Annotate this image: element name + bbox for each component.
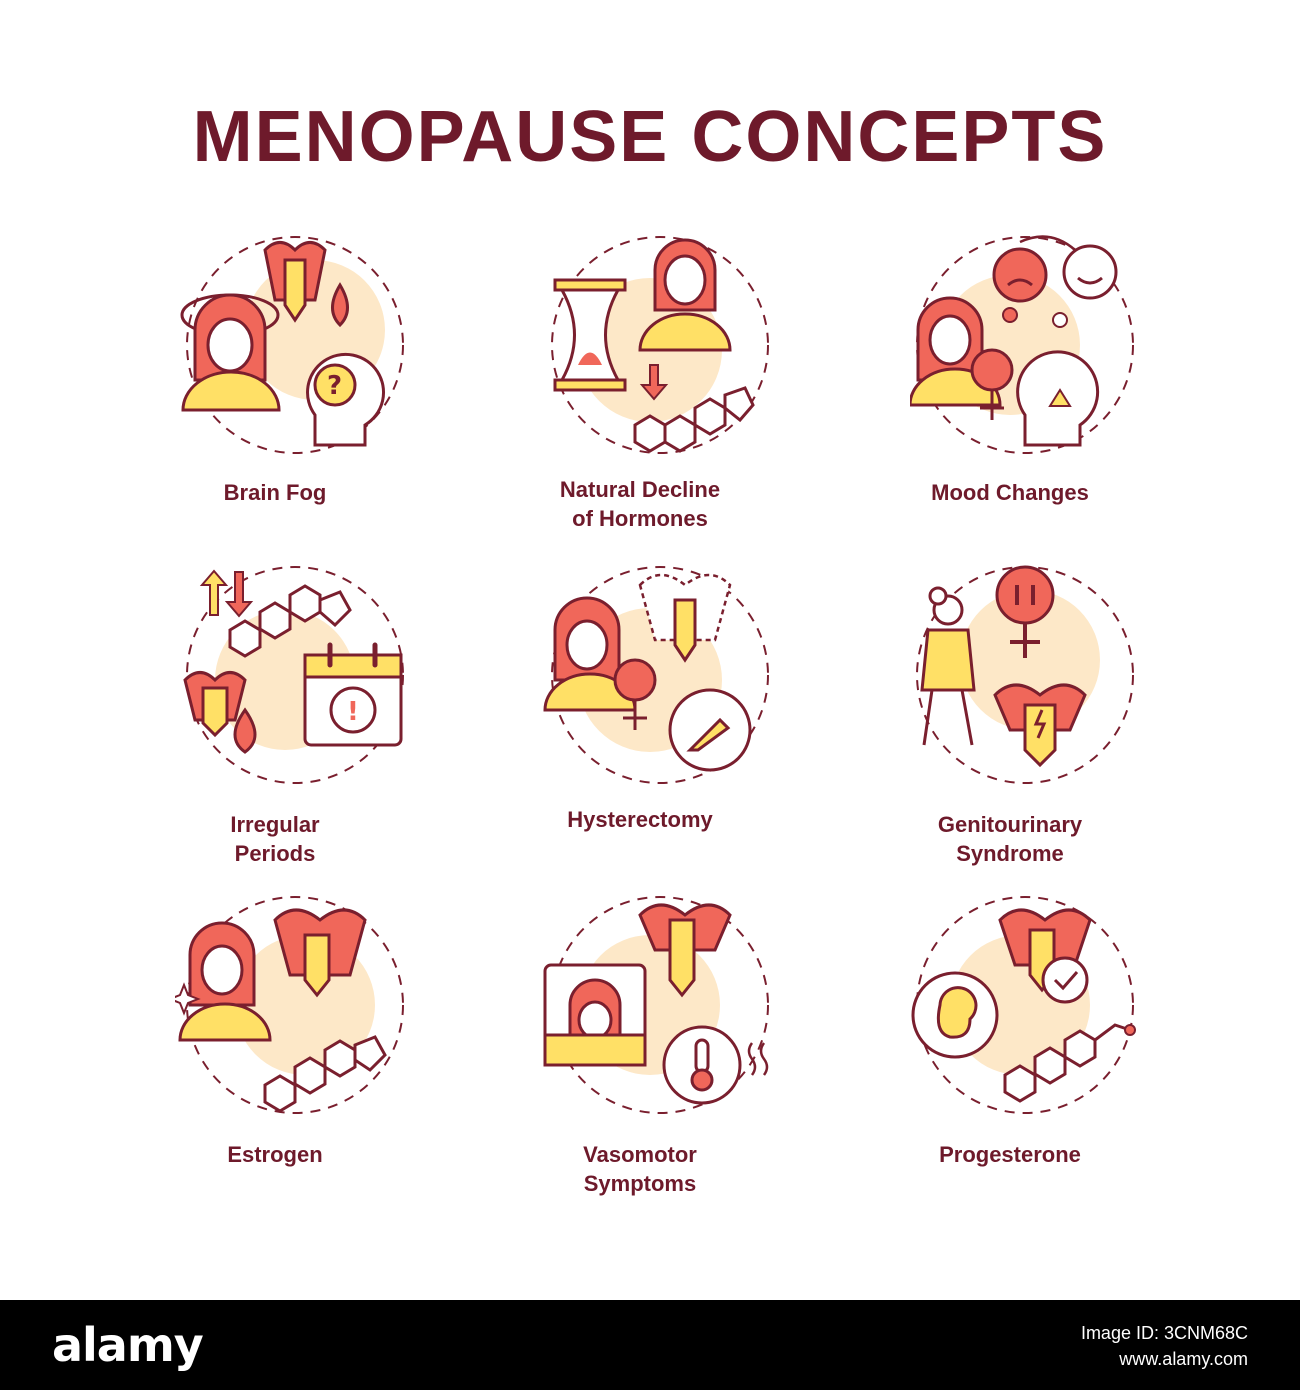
concept-tile-mood-changes: Mood Changes	[830, 230, 1190, 550]
concept-label: Hysterectomy	[567, 807, 713, 832]
concept-tile-brain-fog: ? Brain Fog	[95, 230, 455, 550]
mood-changes-icon	[910, 235, 1134, 454]
concept-tile-progesterone: Progesterone	[830, 895, 1190, 1215]
concept-label: Brain Fog	[223, 480, 327, 505]
brain-fog-icon: ?	[180, 236, 404, 454]
concept-label: Genitourinary Syndrome	[937, 812, 1083, 866]
concept-label: Mood Changes	[931, 480, 1089, 505]
vasomotor-symptoms-icon	[543, 896, 769, 1114]
concept-tile-estrogen: Estrogen	[95, 895, 455, 1215]
genitourinary-syndrome-icon	[916, 565, 1134, 784]
concept-label: Natural Decline of Hormones	[559, 477, 721, 531]
hormone-decline-icon	[551, 236, 769, 454]
page-title: MENOPAUSE CONCEPTS	[192, 97, 1108, 177]
concept-tile-irregular-periods: ! Irregular Periods	[95, 560, 455, 880]
concept-tile-hormone-decline: Natural Decline of Hormones	[460, 230, 820, 550]
svg-text:?: ?	[327, 371, 342, 401]
concept-label: Irregular Periods	[230, 812, 320, 866]
svg-text:!: !	[347, 697, 359, 727]
concept-tile-genitourinary-syndrome: Genitourinary Syndrome	[830, 560, 1190, 880]
estrogen-icon	[175, 896, 404, 1114]
image-id-label: Image ID: 3CNM68C	[1080, 1323, 1248, 1343]
irregular-periods-icon: !	[183, 566, 404, 784]
concept-label: Vasomotor Symptoms	[583, 1142, 697, 1196]
concept-tile-hysterectomy: Hysterectomy	[460, 560, 820, 880]
concept-tile-vasomotor-symptoms: Vasomotor Symptoms	[460, 895, 820, 1215]
progesterone-icon	[911, 896, 1136, 1114]
concept-label: Estrogen	[227, 1142, 323, 1167]
footer-bar: alamy Image ID: 3CNM68C www.alamy.com	[0, 1300, 1300, 1390]
hysterectomy-icon	[543, 566, 769, 784]
brand-logo: alamy	[52, 1318, 204, 1372]
image-meta: Image ID: 3CNM68C www.alamy.com	[1081, 1320, 1248, 1372]
site-url: www.alamy.com	[1119, 1349, 1248, 1369]
concept-label: Progesterone	[939, 1142, 1081, 1167]
